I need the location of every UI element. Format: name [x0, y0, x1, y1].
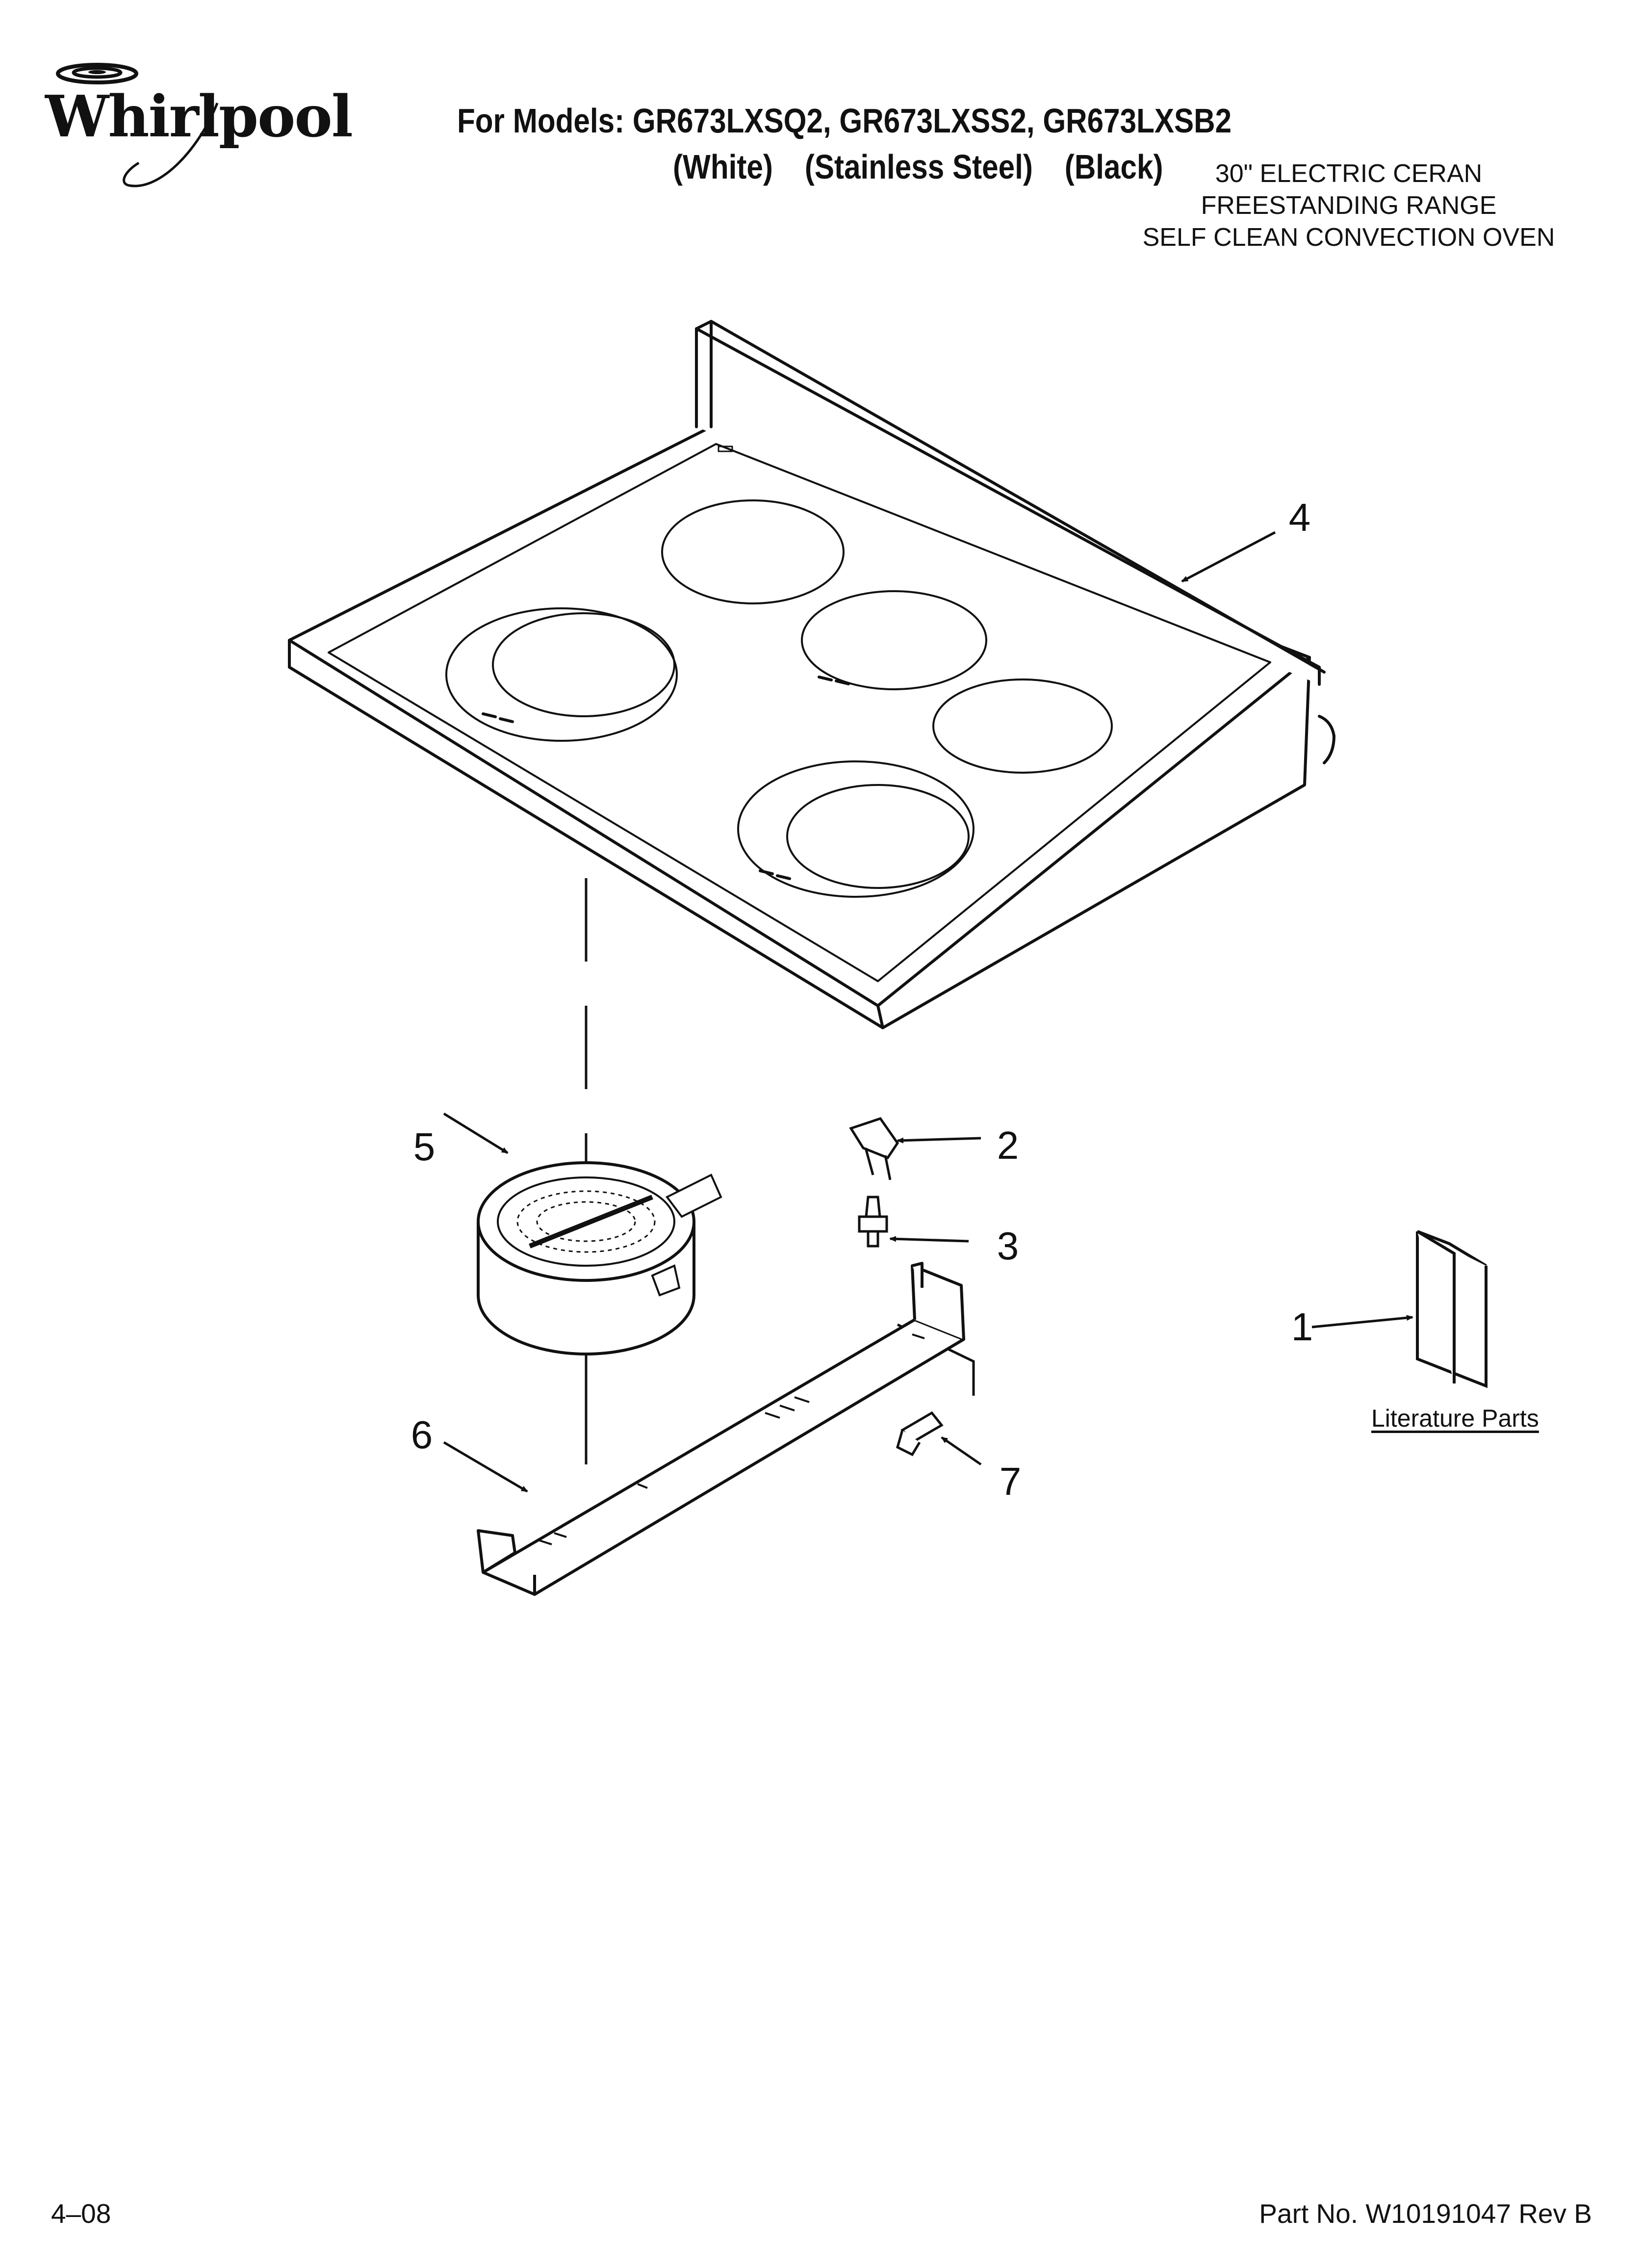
- leader-arrows: [443, 531, 1413, 1493]
- model-variants: (White) (Stainless Steel) (Black): [673, 147, 1187, 186]
- brand-wordmark: Whirlpool: [45, 83, 353, 150]
- cooktop-right-side: [881, 656, 1311, 1029]
- cooktop-assembly: [288, 320, 1335, 1029]
- burner-front-right-inner: [786, 784, 970, 889]
- cooktop-backguard: [695, 327, 1321, 686]
- callout-4: 4: [1288, 495, 1311, 539]
- footer-date: 4–08: [51, 2198, 111, 2229]
- description-line-2: FREESTANDING RANGE: [1201, 191, 1497, 220]
- bracket-clip: [849, 1117, 899, 1180]
- description-line-3: SELF CLEAN CONVECTION OVEN: [1142, 223, 1555, 252]
- bracket-screw: [896, 1411, 944, 1457]
- burner-center: [801, 590, 987, 690]
- burner-front-left-inner: [492, 612, 675, 717]
- variant-white: (White): [673, 148, 773, 186]
- burner-rear-left: [661, 499, 845, 604]
- leader-arrow-7: [941, 1436, 982, 1466]
- callout-3: 3: [997, 1224, 1019, 1268]
- description-line-1: 30" ELECTRIC CERAN: [1215, 159, 1483, 188]
- cooktop-front-edge: [288, 639, 884, 1029]
- leader-arrow-4: [1181, 531, 1276, 583]
- literature-booklet: [1416, 1230, 1488, 1388]
- burner-rear-right: [932, 678, 1113, 774]
- whirlpool-logo: [38, 59, 333, 196]
- variant-stainless-steel: (Stainless Steel): [804, 148, 1033, 186]
- cooktop-top-surface: [288, 425, 1311, 1007]
- leader-arrow-3: [889, 1236, 969, 1243]
- leader-arrow-1: [1311, 1315, 1413, 1329]
- callout-7: 7: [999, 1460, 1022, 1503]
- literature-parts-label: Literature Parts: [1371, 1405, 1539, 1432]
- leader-arrow-2: [897, 1137, 981, 1144]
- leader-arrow-5: [443, 1112, 509, 1154]
- callout-5: 5: [413, 1125, 436, 1169]
- product-description: 30" ELECTRIC CERAN FREESTANDING RANGE SE…: [1103, 158, 1594, 254]
- radiant-surface-element: [477, 1161, 722, 1356]
- burner-front-left-outer: [445, 607, 678, 742]
- mounting-screw: [858, 1196, 888, 1248]
- support-bracket: [477, 1262, 965, 1596]
- models-title: For Models: GR673LXSQ2, GR673LXSS2, GR67…: [457, 102, 1232, 140]
- logo-swirl-graphic: [56, 63, 219, 187]
- leader-arrow-6: [443, 1441, 528, 1493]
- footer-part-number: Part No. W10191047 Rev B: [1259, 2198, 1592, 2229]
- burner-front-right-outer: [737, 760, 975, 898]
- callout-6: 6: [410, 1413, 433, 1457]
- variant-black: (Black): [1064, 148, 1163, 186]
- ceran-glass-outline: [328, 443, 1271, 982]
- callout-2: 2: [997, 1123, 1019, 1167]
- callout-1: 1: [1291, 1305, 1313, 1349]
